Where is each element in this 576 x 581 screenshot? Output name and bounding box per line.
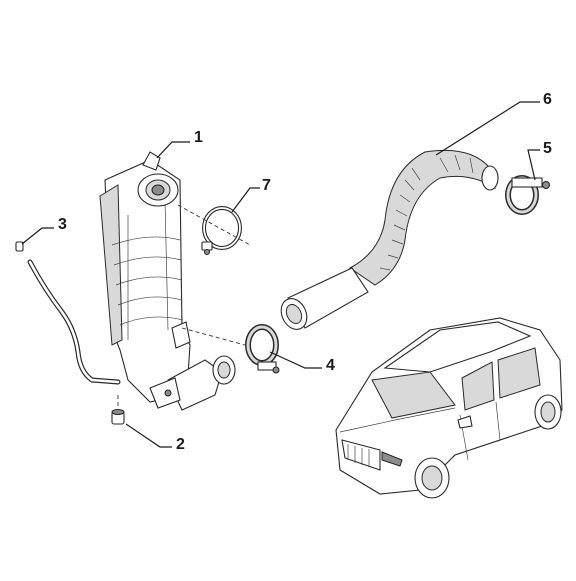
callout-5: 5 xyxy=(527,140,552,181)
callout-7: 7 xyxy=(231,177,271,213)
catalytic-converter xyxy=(99,151,236,411)
callout-2: 2 xyxy=(125,423,185,453)
callout-1: 1 xyxy=(156,129,203,159)
callout-number: 4 xyxy=(326,357,335,374)
flexible-exhaust-pipe xyxy=(280,149,499,330)
callout-6: 6 xyxy=(435,91,552,156)
callout-number: 1 xyxy=(194,129,203,146)
callout-number: 3 xyxy=(58,216,67,233)
callout-3: 3 xyxy=(21,216,67,245)
pipe-hose xyxy=(15,241,121,385)
clamp-ring xyxy=(201,206,242,255)
callout-number: 2 xyxy=(176,436,185,453)
sensor-plug xyxy=(111,409,125,425)
vehicle-illustration xyxy=(335,317,563,499)
callout-number: 6 xyxy=(543,91,552,108)
clamp xyxy=(505,175,550,215)
clamp xyxy=(245,324,280,374)
callout-number: 7 xyxy=(262,177,271,194)
callout-number: 5 xyxy=(543,140,552,157)
assembly-lines xyxy=(117,204,251,410)
callout-4: 4 xyxy=(269,351,335,374)
